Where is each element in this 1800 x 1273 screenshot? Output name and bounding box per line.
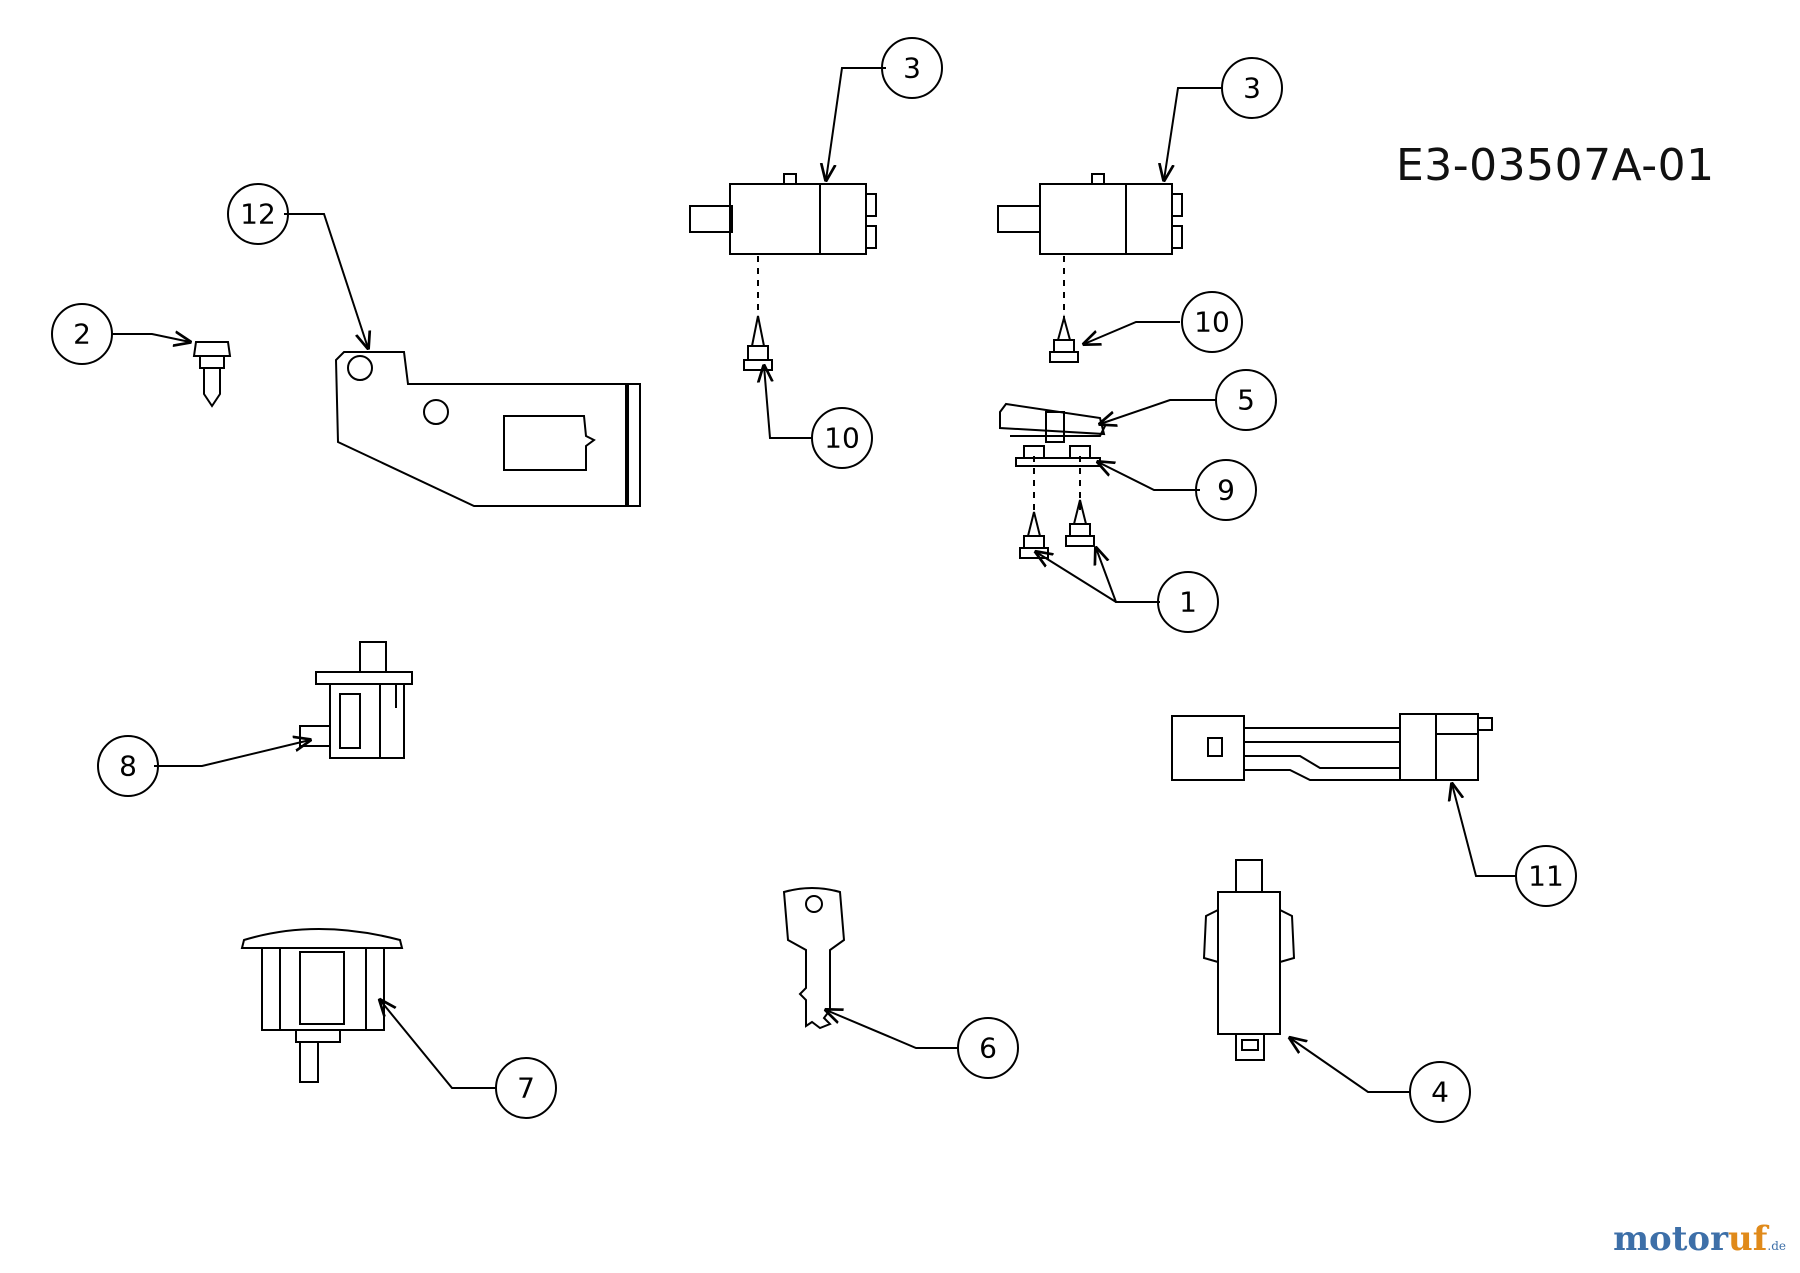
callout-7: 7 <box>517 1072 535 1105</box>
callout-4: 4 <box>1431 1076 1449 1109</box>
callout-2: 2 <box>73 318 91 351</box>
callout-12: 12 <box>240 198 276 231</box>
callout-3-left: 3 <box>903 52 921 85</box>
callout-5: 5 <box>1237 384 1255 417</box>
callout-10-right: 10 <box>1194 306 1230 339</box>
callout-3-right: 3 <box>1243 72 1261 105</box>
watermark-main: motor <box>1613 1219 1729 1259</box>
part-6-key <box>782 887 846 1030</box>
part-8-switch <box>299 641 413 759</box>
part-11-harness <box>1171 713 1493 781</box>
callout-10-left: 10 <box>824 422 860 455</box>
watermark-logo: motoruf.de <box>1613 1219 1786 1259</box>
part-3-switch-left <box>689 173 877 255</box>
part-12-bracket <box>334 351 641 507</box>
part-2-bolt <box>192 341 232 408</box>
callout-circles <box>51 37 1577 1123</box>
callout-9: 9 <box>1217 474 1235 507</box>
part-10-screw-left <box>743 315 773 371</box>
watermark-suffix: .de <box>1767 1239 1786 1253</box>
callout-11: 11 <box>1528 860 1564 893</box>
drawing-id: E3-03507A-01 <box>1396 140 1715 191</box>
callout-6: 6 <box>979 1032 997 1065</box>
part-3-switch-right <box>997 173 1183 255</box>
part-9-plate <box>1015 445 1101 467</box>
leader-lines <box>112 67 1516 1093</box>
callout-1: 1 <box>1179 586 1197 619</box>
watermark-accent: uf <box>1728 1219 1768 1259</box>
part-10-screw-right <box>1049 314 1079 363</box>
callout-8: 8 <box>119 750 137 783</box>
part-1-screws <box>1019 499 1095 559</box>
part-4-plunger-switch <box>1202 859 1296 1061</box>
part-5-actuator <box>999 402 1107 443</box>
part-7-ignition <box>240 928 404 1083</box>
